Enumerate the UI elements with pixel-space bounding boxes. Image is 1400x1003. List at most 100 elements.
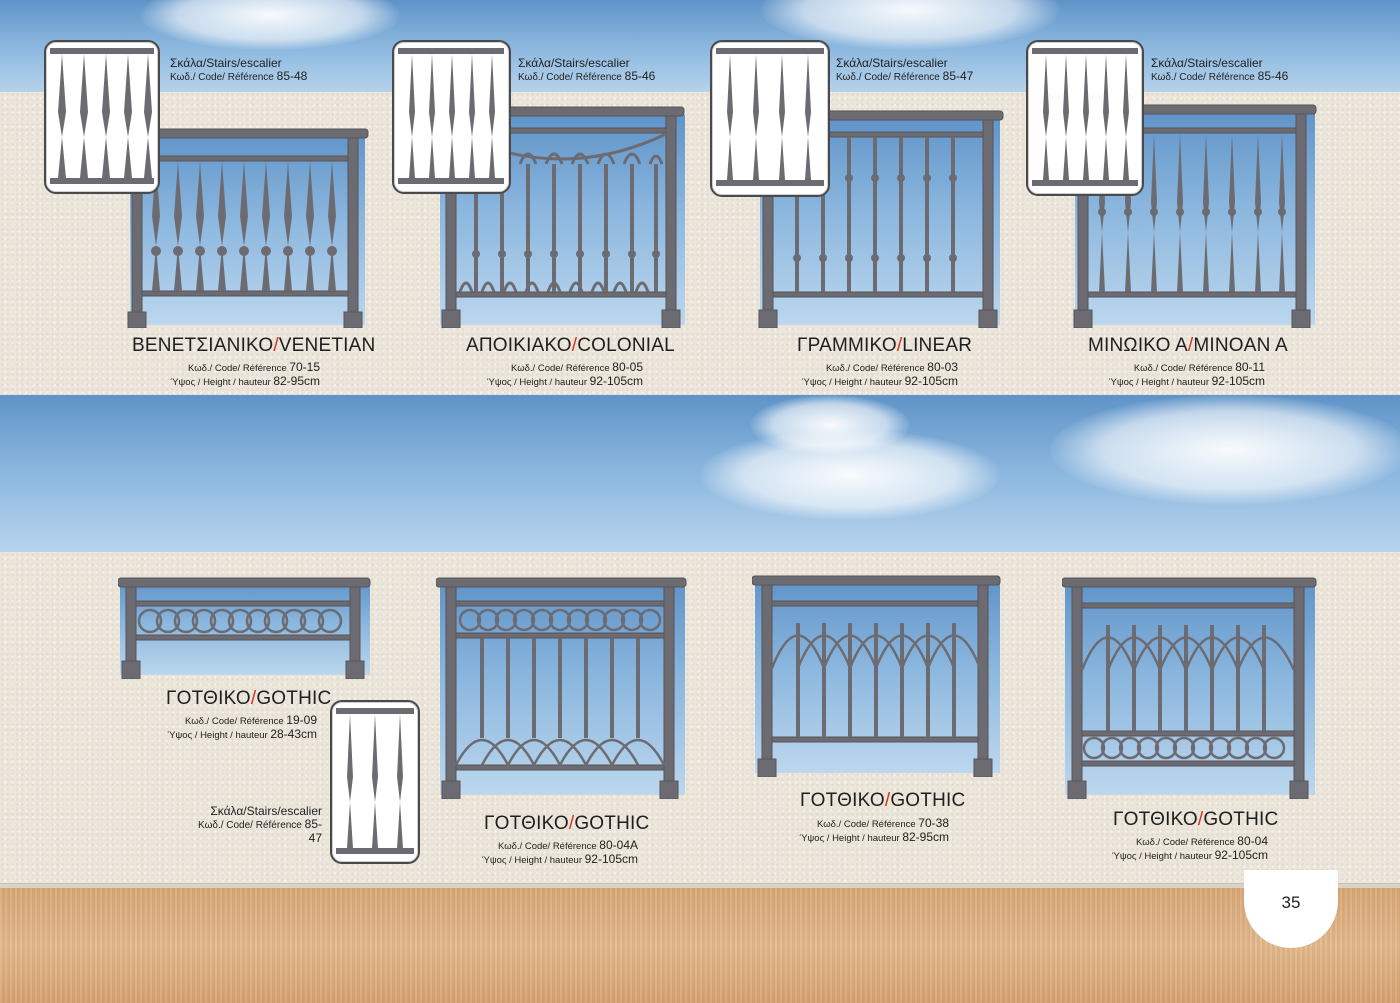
- title-slash: /: [1197, 809, 1204, 830]
- stairs-code-line: Κωδ./ Code/ Référence 85-46: [1151, 69, 1289, 84]
- height-line: Ύψος / Height / hauteur 92-105cm: [790, 375, 958, 389]
- code-line: Κωδ./ Code/ Référence 70-15: [155, 361, 320, 375]
- code-line: Κωδ./ Code/ Référence 80-05: [475, 361, 643, 375]
- product-title: ΒΕΝΕΤΣΙΑΝΙΚΟ/VENETIAN: [132, 335, 375, 357]
- code-label: Κωδ./ Code/ Référence: [825, 363, 925, 374]
- baluster-icon: [336, 708, 414, 854]
- stairs-title: Σκάλα/Stairs/escalier: [518, 56, 630, 70]
- title-slash: /: [896, 335, 903, 356]
- stairs-code: 85-46: [624, 69, 656, 84]
- stairs-title: Σκάλα/Stairs/escalier: [170, 56, 282, 70]
- product-height: 82-95cm: [902, 830, 949, 844]
- code-label: Κωδ./ Code/ Référence: [1135, 837, 1235, 848]
- stairs-thumbnail: [44, 40, 160, 194]
- code-line: Κωδ./ Code/ Référence 70-38: [783, 817, 949, 831]
- height-label: Ύψος / Height / hauteur: [1111, 851, 1212, 862]
- height-label: Ύψος / Height / hauteur: [170, 377, 271, 388]
- stairs-code-label: Κωδ./ Code/ Référence: [198, 820, 302, 832]
- product-meta: Κωδ./ Code/ Référence 80-04A Ύψος / Heig…: [470, 839, 638, 867]
- product-height: 82-95cm: [273, 374, 320, 388]
- stairs-title: Σκάλα/Stairs/escalier: [1151, 56, 1263, 70]
- stairs-thumbnail: [1026, 40, 1144, 196]
- stairs-caption: Σκάλα/Stairs/escalier Κωδ./ Code/ Référe…: [170, 56, 307, 84]
- product-name-en: LINEAR: [902, 335, 973, 356]
- baluster-icon: [50, 48, 154, 184]
- product-name-en: MINOAN A: [1193, 335, 1288, 356]
- railing-gothic-80-04: [1062, 577, 1317, 799]
- baluster-icon: [1032, 48, 1138, 186]
- height-line: Ύψος / Height / hauteur 92-105cm: [470, 853, 638, 867]
- title-slash: /: [884, 790, 891, 811]
- product-height: 92-105cm: [904, 374, 958, 388]
- baluster-icon: [716, 48, 824, 186]
- height-line: Ύψος / Height / hauteur 92-105cm: [1100, 849, 1268, 863]
- product-code: 19-09: [286, 713, 317, 727]
- product-title: ΓΟΤΘΙΚΟ/GOTHIC: [166, 688, 331, 710]
- height-label: Ύψος / Height / hauteur: [799, 833, 900, 844]
- stairs-title: Σκάλα/Stairs/escalier: [836, 56, 948, 70]
- height-line: Ύψος / Height / hauteur 28-43cm: [152, 728, 317, 742]
- height-label: Ύψος / Height / hauteur: [481, 855, 582, 866]
- cloud: [1050, 395, 1400, 505]
- stairs-code-line: Κωδ./ Code/ Référence 85-46: [518, 69, 656, 84]
- code-line: Κωδ./ Code/ Référence 19-09: [152, 714, 317, 728]
- code-label: Κωδ./ Code/ Référence: [187, 363, 287, 374]
- stairs-code-line: Κωδ./ Code/ Référence 85-47: [190, 818, 322, 845]
- product-title: ΑΠΟΙΚΙΑΚΟ/COLONIAL: [466, 335, 675, 357]
- stairs-thumbnail: [330, 700, 420, 864]
- code-label: Κωδ./ Code/ Référence: [816, 819, 916, 830]
- product-code: 80-04: [1237, 834, 1268, 848]
- wooden-floor: [0, 888, 1400, 1003]
- product-name-en: GOTHIC: [256, 688, 332, 709]
- product-name-en: GOTHIC: [890, 790, 966, 811]
- title-slash: /: [571, 335, 578, 356]
- code-label: Κωδ./ Code/ Référence: [1133, 363, 1233, 374]
- product-name-gr: ΓΟΤΘΙΚΟ: [484, 813, 569, 834]
- product-name-en: COLONIAL: [577, 335, 675, 356]
- height-line: Ύψος / Height / hauteur 92-105cm: [1097, 375, 1265, 389]
- product-code: 70-15: [289, 360, 320, 374]
- product-code: 80-11: [1235, 360, 1265, 374]
- product-name-en: GOTHIC: [574, 813, 650, 834]
- opening: [120, 580, 370, 675]
- floor-edge: [0, 883, 1400, 890]
- stairs-code-label: Κωδ./ Code/ Référence: [1151, 72, 1255, 84]
- stairs-code: 85-46: [1257, 69, 1289, 84]
- product-name-gr: ΓΟΤΘΙΚΟ: [800, 790, 885, 811]
- page-number-badge: [1244, 870, 1338, 948]
- stairs-caption: Σκάλα/Stairs/escalier Κωδ./ Code/ Référe…: [836, 56, 974, 84]
- railing-venetian: [126, 128, 369, 328]
- code-label: Κωδ./ Code/ Référence: [184, 716, 284, 727]
- height-line: Ύψος / Height / hauteur 82-95cm: [155, 375, 320, 389]
- product-name-gr: ΓΟΤΘΙΚΟ: [166, 688, 251, 709]
- product-meta: Κωδ./ Code/ Référence 80-11 Ύψος / Heigh…: [1097, 361, 1265, 389]
- stairs-caption: Σκάλα/Stairs/escalier Κωδ./ Code/ Référe…: [190, 804, 322, 845]
- stairs-caption: Σκάλα/Stairs/escalier Κωδ./ Code/ Référe…: [518, 56, 656, 84]
- product-height: 92-105cm: [1214, 848, 1268, 862]
- product-code: 70-38: [918, 816, 949, 830]
- stairs-code: 85-47: [304, 817, 322, 845]
- title-slash: /: [273, 335, 279, 356]
- product-code: 80-05: [612, 360, 643, 374]
- railing-linear: [757, 110, 1004, 328]
- height-label: Ύψος / Height / hauteur: [486, 377, 587, 388]
- product-name-gr: ΑΠΟΙΚΙΑΚΟ: [466, 335, 572, 356]
- code-line: Κωδ./ Code/ Référence 80-04: [1100, 835, 1268, 849]
- stairs-caption: Σκάλα/Stairs/escalier Κωδ./ Code/ Référe…: [1151, 56, 1289, 84]
- stairs-code-line: Κωδ./ Code/ Référence 85-47: [836, 69, 974, 84]
- product-title: ΓΟΤΘΙΚΟ/GOTHIC: [800, 790, 965, 812]
- product-title: ΓΟΤΘΙΚΟ/GOTHIC: [1113, 809, 1278, 831]
- height-line: Ύψος / Height / hauteur 92-105cm: [475, 375, 643, 389]
- product-name-gr: ΓΡΑΜΜΙΚΟ: [797, 335, 897, 356]
- stairs-code-label: Κωδ./ Code/ Référence: [836, 72, 940, 84]
- product-title: ΓΟΤΘΙΚΟ/GOTHIC: [484, 813, 649, 835]
- product-meta: Κωδ./ Code/ Référence 80-03 Ύψος / Heigh…: [790, 361, 958, 389]
- product-name-gr: ΒΕΝΕΤΣΙΑΝΙΚΟ: [132, 335, 274, 356]
- product-name-en: GOTHIC: [1203, 809, 1279, 830]
- stairs-thumbnail: [710, 40, 830, 197]
- stairs-code: 85-47: [942, 69, 974, 84]
- railing-gothic-70-38: [752, 575, 1001, 777]
- product-title: ΜΙΝΩΙΚΟ Α/MINOAN A: [1088, 335, 1288, 357]
- product-height: 92-105cm: [589, 374, 643, 388]
- baluster-icon: [398, 48, 504, 184]
